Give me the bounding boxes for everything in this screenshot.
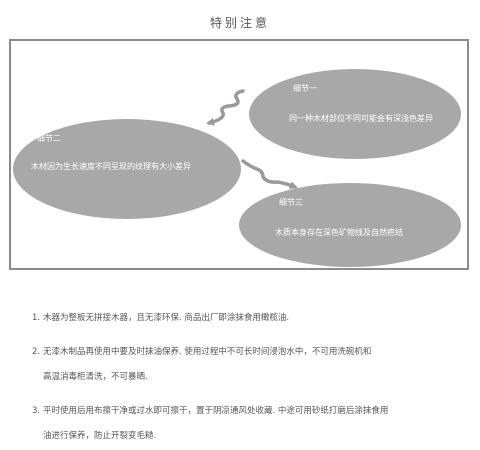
detail-three-ellipse: 细节三 木质本身存在深色矿物线及自然疤结 (239, 183, 461, 267)
detail-three-label: 细节三 (279, 198, 303, 207)
wavy-arrow-icon (206, 89, 245, 126)
note-line: 无漆木制品再使用中要及时抹油保养. 使用过程中不可长时间浸泡水中，不可用洗碗机和 (43, 346, 372, 357)
note-item: 3. 平时使用后用布擦干净或过水即可擦干，置于阴凉通风处收藏. 中途可用砂纸打磨… (32, 399, 472, 450)
note-number: 1. (32, 313, 41, 323)
wavy-arrow-icon (241, 159, 298, 189)
detail-three-text: 木质本身存在深色矿物线及自然疤结 (275, 228, 403, 237)
note-number: 3. (32, 405, 41, 416)
page-title: 特别注意 (209, 16, 270, 30)
note-line: 木器为整板无拼接木器，且无漆环保. 商品出厂即涂抹食用橄榄油. (43, 313, 290, 323)
notes-list: 1. 木器为整板无拼接木器，且无漆环保. 商品出厂即涂抹食用橄榄油. 2. 无漆… (32, 306, 472, 450)
note-number: 2. (32, 346, 41, 357)
note-line: 平时使用后用布擦干净或过水即可擦干，置于阴凉通风处收藏. 中途可用砂纸打磨后涂抹… (43, 405, 389, 416)
note-item: 2. 无漆木制品再使用中要及时抹油保养. 使用过程中不可长时间浸泡水中，不可用洗… (32, 340, 472, 391)
details-frame: 细节一 同一种木材部位不同可能会有深浅色差异 细节二 木材因为生长速度不同呈现的… (9, 39, 469, 270)
detail-one-label: 细节一 (293, 84, 317, 93)
note-line: 油进行保养，防止开裂变毛糙. (43, 431, 157, 441)
detail-two-text: 木材因为生长速度不同呈现的纹理有大小差异 (31, 162, 191, 171)
note-line: 高温消毒柜清洗，不可暴晒. (43, 372, 148, 382)
detail-one-text: 同一种木材部位不同可能会有深浅色差异 (289, 114, 433, 123)
detail-two-label: 细节二 (37, 134, 61, 143)
detail-one-ellipse: 细节一 同一种木材部位不同可能会有深浅色差异 (249, 69, 461, 159)
detail-two-ellipse: 细节二 木材因为生长速度不同呈现的纹理有大小差异 (13, 119, 241, 219)
note-item: 1. 木器为整板无拼接木器，且无漆环保. 商品出厂即涂抹食用橄榄油. (32, 306, 472, 332)
